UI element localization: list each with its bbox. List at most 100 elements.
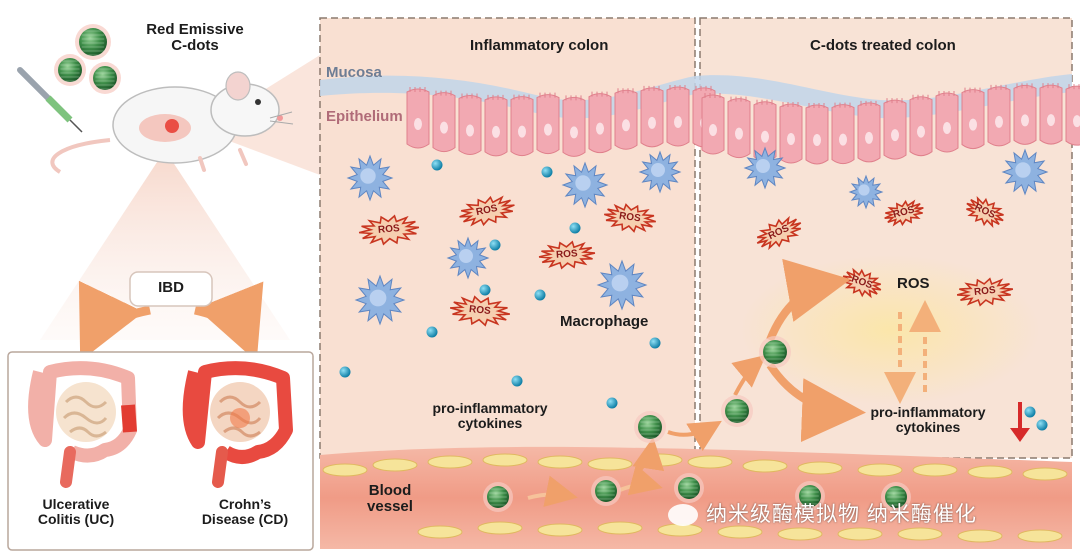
cell-nucleus: [622, 119, 630, 132]
red-blood-cell: [372, 458, 418, 472]
cdot-transfer-arrow: [667, 420, 722, 452]
watermark: 纳米级酶模拟物 纳米酶催化: [668, 498, 977, 528]
cd-intestine-illustration: [182, 361, 293, 488]
cell-nucleus: [544, 123, 552, 136]
red-blood-cell: [417, 525, 463, 539]
red-blood-cell: [797, 461, 843, 475]
cell-nucleus: [518, 125, 526, 138]
cytokine-dot: [1036, 419, 1048, 431]
cytokine-dot: [426, 326, 438, 338]
macrophage-label: Macrophage: [560, 313, 649, 330]
cytokine-dot: [649, 337, 661, 349]
ros-burst: [449, 295, 511, 327]
macrophage-cell: [743, 146, 787, 190]
cytokine-dot: [511, 375, 523, 387]
ros-burst: [966, 196, 1004, 228]
ros-label: ROS: [973, 284, 997, 299]
cell-nucleus: [839, 133, 847, 146]
cell-nucleus: [440, 121, 448, 134]
ros-cycle-label: ROS: [897, 275, 930, 292]
cell-nucleus: [735, 127, 743, 140]
c-dots: [54, 24, 911, 512]
cell-nucleus: [943, 122, 951, 135]
red-blood-cell: [477, 521, 523, 535]
epithelium-cells-left: [406, 85, 716, 157]
macrophage-cell: [848, 174, 884, 210]
red-blood-cell: [537, 455, 583, 469]
epithelium-cells-right: [701, 83, 1080, 165]
red-blood-cell: [742, 459, 788, 473]
red-blood-cell: [427, 455, 473, 469]
c-dot: [881, 482, 911, 512]
ros-bursts: [358, 195, 1014, 327]
ros-label: ROS: [377, 223, 401, 236]
cell-nucleus: [787, 132, 795, 145]
ibd-box: [129, 271, 213, 307]
red-blood-cell: [587, 457, 633, 471]
cdot-exit-arrow: [731, 354, 767, 396]
cell-nucleus: [865, 131, 873, 144]
cell-nucleus: [813, 133, 821, 146]
panel-left-title: Inflammatory colon: [470, 37, 609, 54]
light-cone-ibd: [40, 150, 290, 340]
red-blood-cell: [687, 455, 733, 469]
cell-nucleus: [414, 118, 422, 130]
c-dot: [75, 24, 111, 60]
cytokine-dot: [479, 284, 491, 296]
ros-label: ROS: [468, 303, 492, 318]
macrophages: [346, 146, 1049, 326]
cytokine-dot: [569, 222, 581, 234]
epithelium-label: Epithelium: [326, 108, 403, 125]
ros-burst: [956, 277, 1014, 307]
red-blood-cell: [322, 463, 368, 477]
mucosa-label: Mucosa: [326, 64, 382, 81]
cytokine-dot: [606, 397, 618, 409]
macrophage-cell: [346, 154, 394, 202]
c-dot: [674, 473, 704, 503]
cytokine-dot: [541, 166, 553, 178]
red-blood-cell: [837, 527, 883, 541]
ros-burst: [756, 215, 802, 251]
macrophage-cell: [638, 150, 682, 194]
cell-nucleus: [917, 125, 925, 138]
macrophage-cell: [596, 259, 648, 311]
cell-nucleus: [761, 130, 769, 143]
red-blood-cell: [777, 527, 823, 541]
cell-nucleus: [1073, 115, 1080, 128]
red-blood-cell: [482, 453, 528, 467]
red-blood-cell: [717, 525, 763, 539]
cell-nucleus: [648, 116, 656, 129]
cytokine-dot: [489, 239, 501, 251]
ros-burst: [459, 195, 515, 227]
ros-burst: [358, 214, 420, 246]
cdot-to-cytokines-arrow: [766, 362, 866, 443]
c-dot: [634, 411, 666, 443]
c-dot: [483, 482, 513, 512]
cell-nucleus: [492, 125, 500, 138]
cell-nucleus: [596, 122, 604, 135]
red-blood-cell: [1022, 467, 1068, 481]
cell-nucleus: [709, 124, 717, 136]
epithelial-cell: [1065, 85, 1080, 146]
cell-nucleus: [1047, 114, 1055, 127]
cytokine-dot: [534, 289, 546, 301]
ibd-label: IBD: [158, 279, 184, 296]
red-blood-cell: [857, 463, 903, 477]
cytokine-dot: [1024, 406, 1036, 418]
red-blood-cell: [967, 465, 1013, 479]
cytokine-dot: [431, 159, 443, 171]
ros-burst: [604, 203, 656, 233]
macrophage-cell: [354, 274, 406, 326]
cdot-to-ros-arrow: [766, 258, 851, 342]
red-blood-cell: [1017, 529, 1063, 543]
macrophage-cell: [446, 236, 490, 280]
watermark-text: 纳米级酶模拟物 纳米酶催化: [706, 503, 977, 526]
syringe-illustration: [17, 67, 83, 133]
cell-nucleus: [570, 126, 578, 139]
ros-burst: [538, 240, 596, 270]
wechat-icon: [668, 504, 698, 527]
